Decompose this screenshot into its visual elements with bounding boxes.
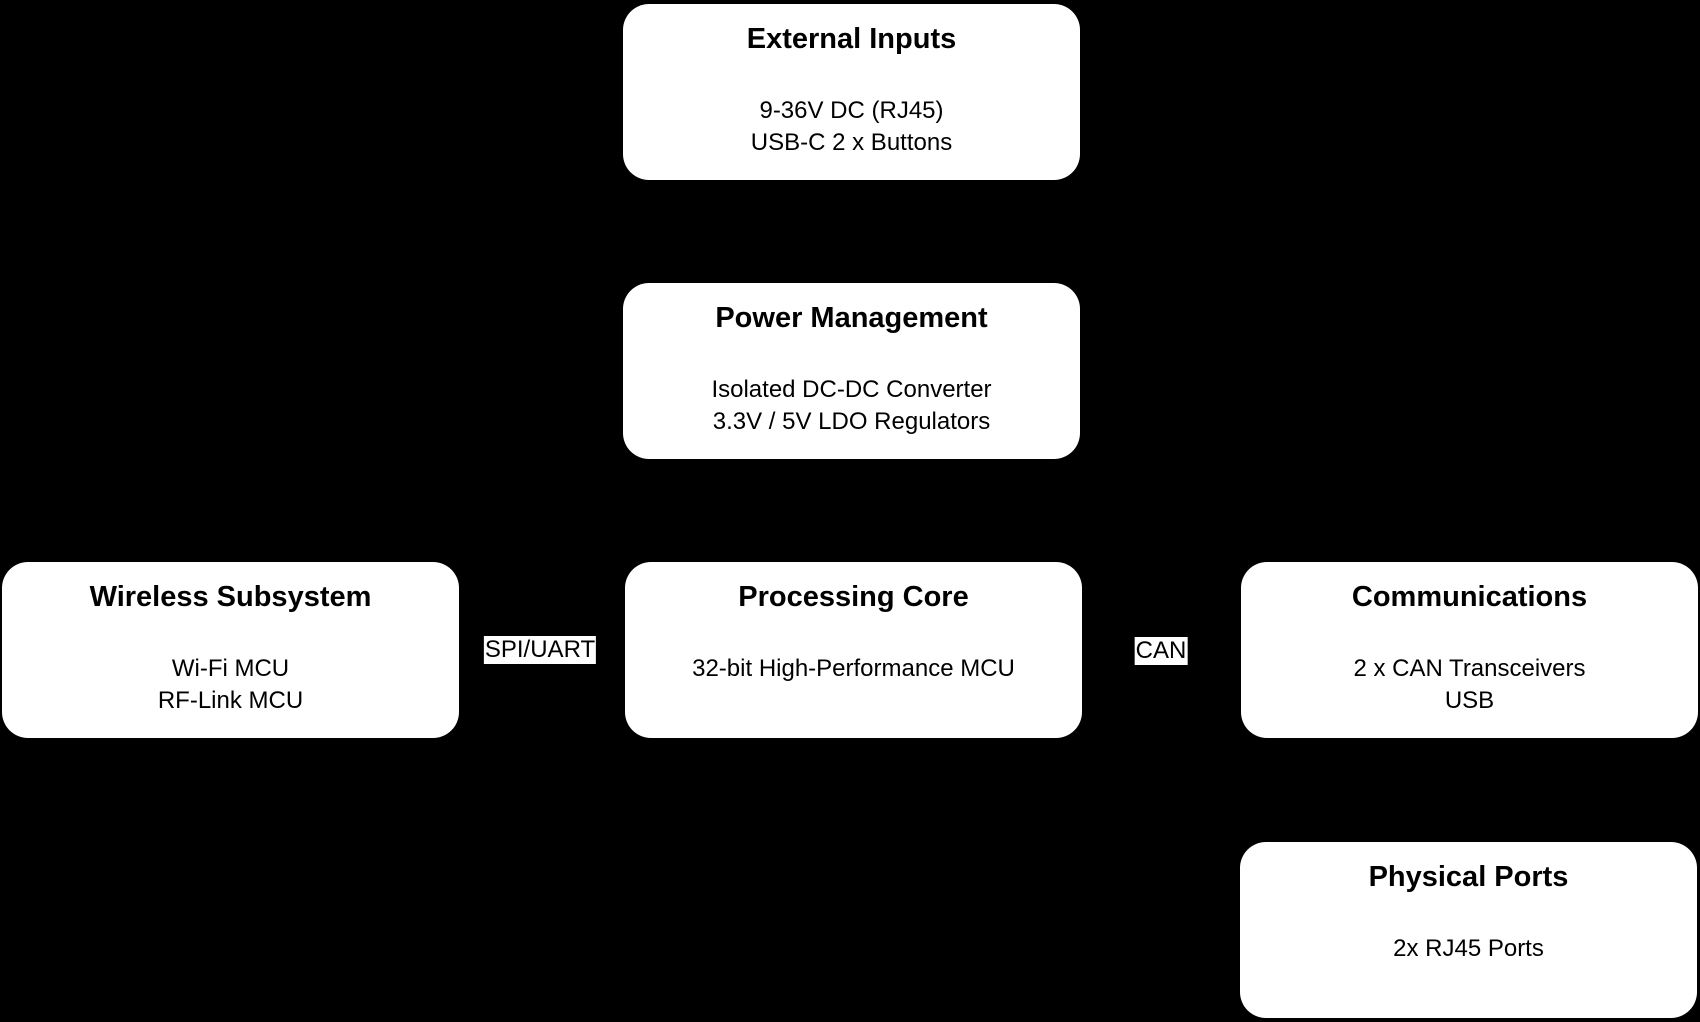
node-body-line: RF-Link MCU (157, 687, 304, 714)
node-body: 2 x CAN Transceivers USB (1241, 653, 1698, 717)
node-title: Wireless Subsystem (89, 581, 372, 613)
node-body-line: 9-36V DC (RJ45) (759, 97, 944, 124)
node-body: Isolated DC-DC Converter 3.3V / 5V LDO R… (623, 374, 1080, 438)
node-communications: Communications 2 x CAN Transceivers USB (1241, 562, 1698, 738)
node-body-line: USB-C 2 x Buttons (750, 129, 953, 156)
node-physical-ports: Physical Ports 2x RJ45 Ports (1240, 842, 1697, 1018)
node-power-management: Power Management Isolated DC-DC Converte… (623, 283, 1080, 459)
node-body: Wi-Fi MCU RF-Link MCU (2, 653, 459, 717)
node-title: Power Management (715, 302, 988, 334)
node-body-line: 2x RJ45 Ports (1393, 935, 1544, 962)
node-external-inputs: External Inputs 9-36V DC (RJ45) USB-C 2 … (623, 4, 1080, 180)
node-wireless-subsystem: Wireless Subsystem Wi-Fi MCU RF-Link MCU (2, 562, 459, 738)
node-title: External Inputs (746, 23, 957, 55)
node-processing-core: Processing Core 32-bit High-Performance … (625, 562, 1082, 738)
node-title: Processing Core (738, 581, 969, 613)
node-body-line: USB (1444, 687, 1495, 714)
edge-label-can: CAN (1134, 637, 1188, 665)
node-body-line: Isolated DC-DC Converter (711, 376, 992, 403)
edge-label-spi-uart: SPI/UART (483, 636, 597, 664)
node-title: Physical Ports (1368, 861, 1569, 893)
node-body-line: Wi-Fi MCU (171, 655, 290, 682)
node-body: 2x RJ45 Ports (1240, 933, 1697, 965)
node-title: Communications (1351, 581, 1588, 613)
node-body: 9-36V DC (RJ45) USB-C 2 x Buttons (623, 95, 1080, 159)
node-body-line: 2 x CAN Transceivers (1353, 655, 1586, 682)
node-body-line: 32-bit High-Performance MCU (692, 655, 1015, 682)
node-body-line: 3.3V / 5V LDO Regulators (712, 408, 991, 435)
node-body: 32-bit High-Performance MCU (625, 653, 1082, 685)
